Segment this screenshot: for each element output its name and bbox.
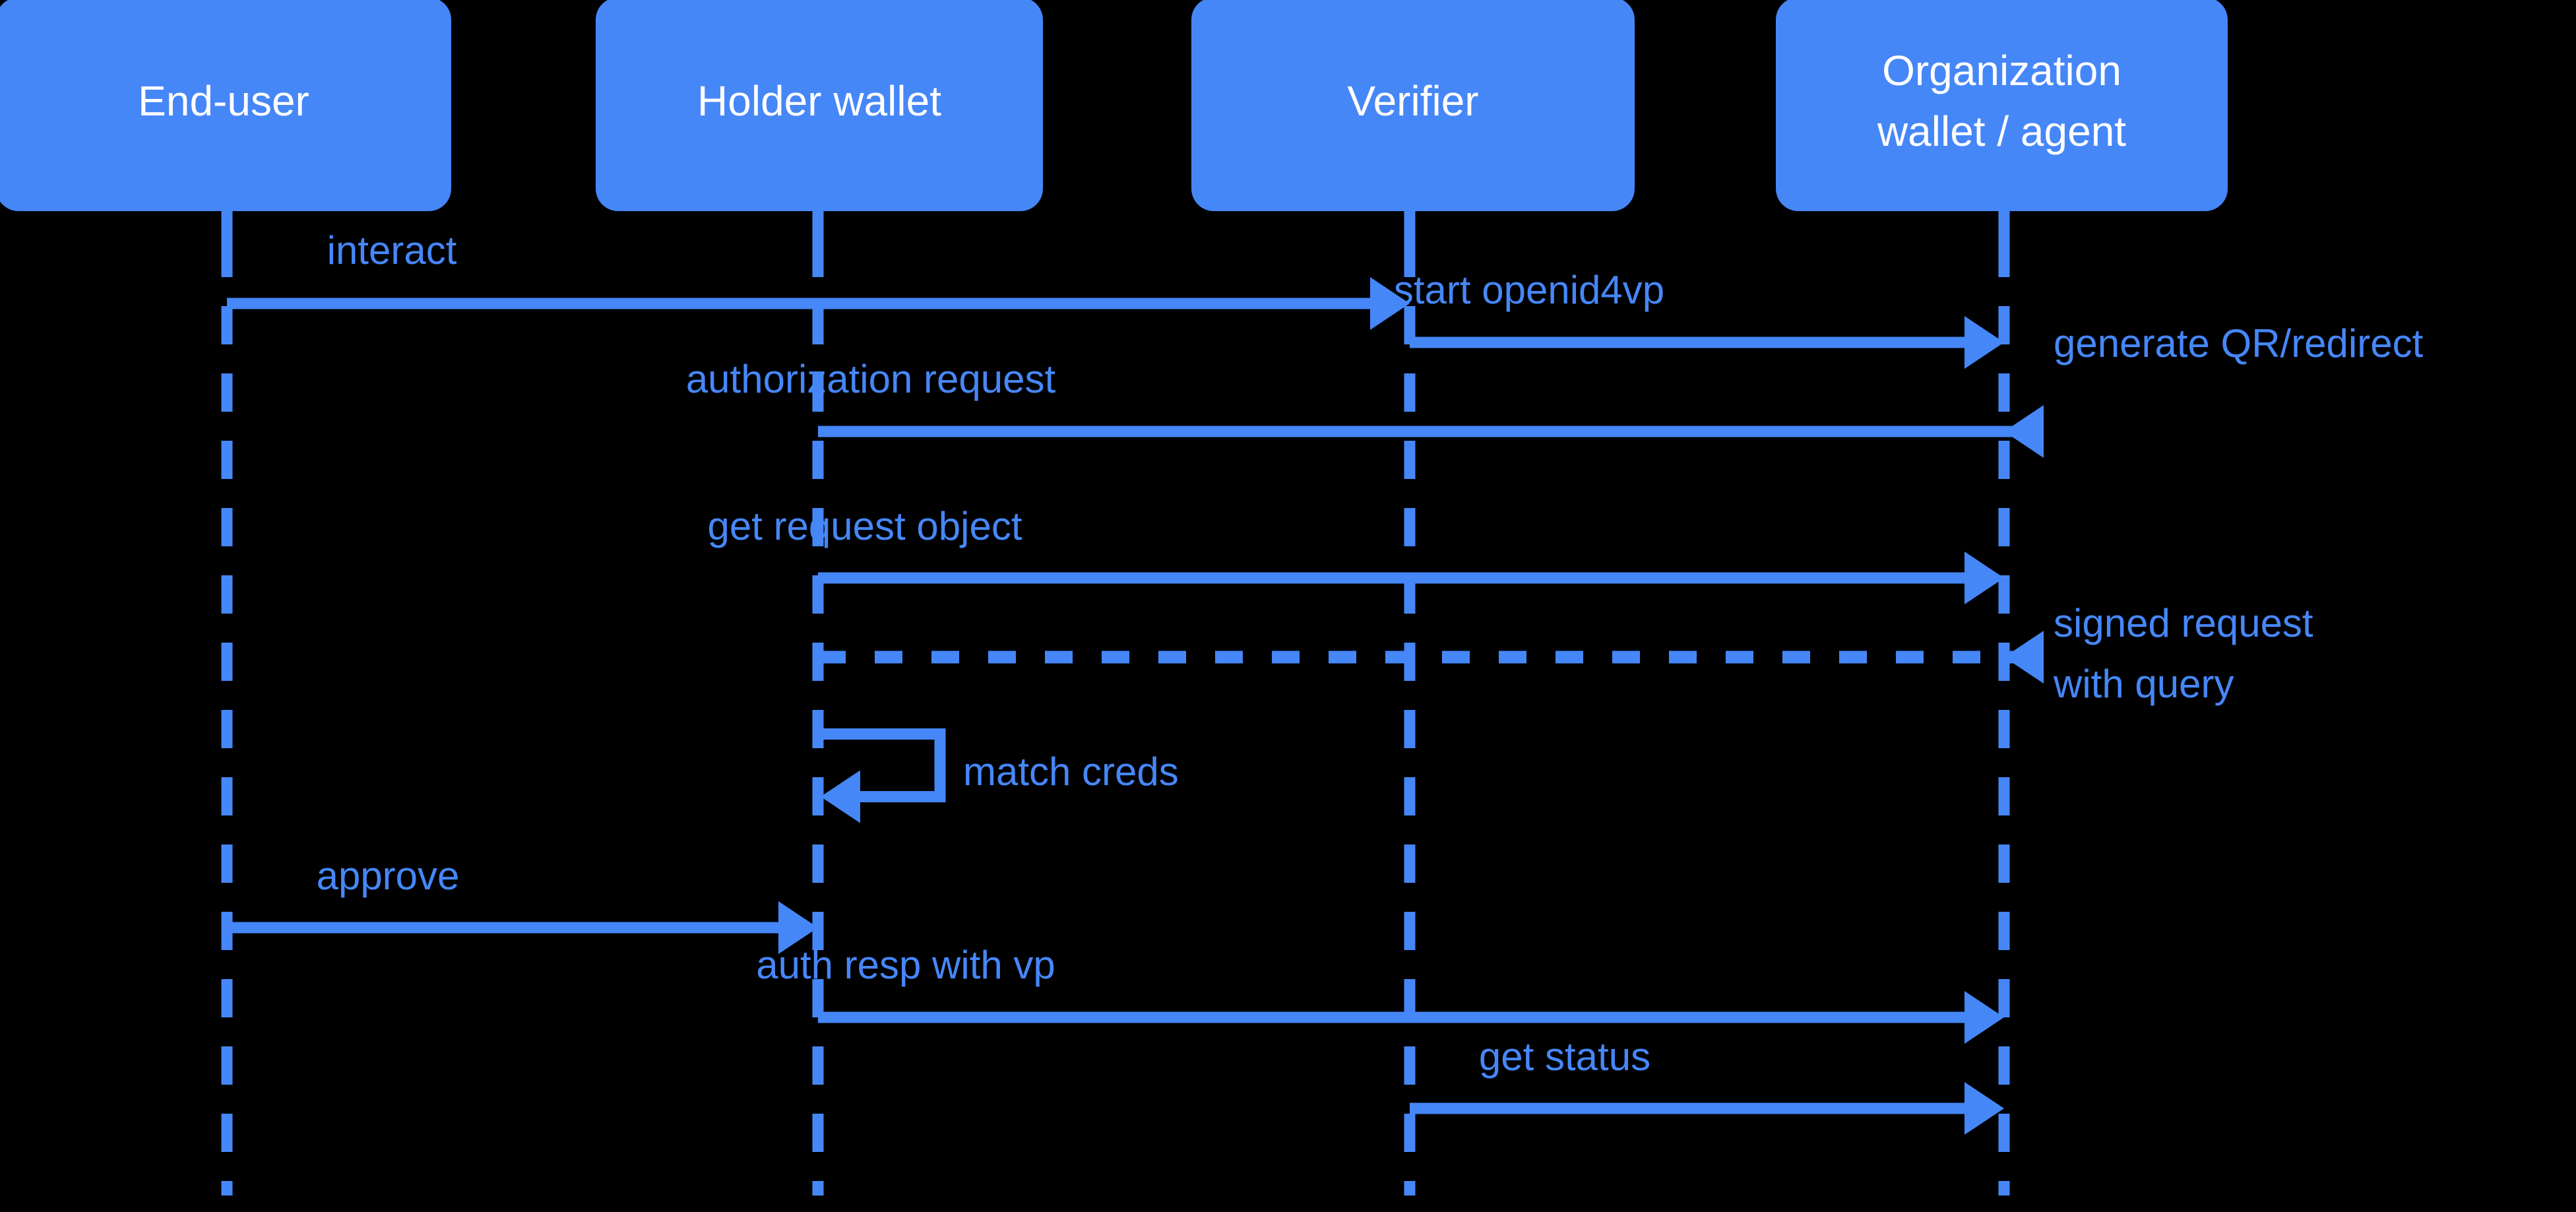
note-label: with query xyxy=(2053,662,2234,706)
message-m8[interactable]: auth resp with vp xyxy=(756,943,2004,1044)
arrow-head xyxy=(821,770,860,823)
message-label: get status xyxy=(1479,1035,1650,1079)
participant-box-holder[interactable]: Holder wallet xyxy=(596,0,1043,211)
participant-box-end-user[interactable]: End-user xyxy=(0,0,451,211)
participant-label-verifier: Verifier xyxy=(1347,77,1478,125)
arrow-head xyxy=(1964,991,2004,1044)
arrow-head xyxy=(778,901,818,954)
message-label: get request object xyxy=(708,504,1022,548)
message-m3[interactable]: authorization request xyxy=(686,357,2044,458)
message-label: approve xyxy=(317,854,460,898)
participant-box-org-wallet[interactable]: Organization wallet / agent xyxy=(1776,0,2228,211)
participant-label-holder: Holder wallet xyxy=(697,77,941,125)
participant-box-shape-holder xyxy=(596,0,1043,211)
message-m2[interactable]: start openid4vp xyxy=(1394,268,2004,369)
note-label: generate QR/redirect xyxy=(2054,321,2424,366)
lifelines-layer xyxy=(221,211,2010,1196)
message-label: auth resp with vp xyxy=(756,943,1055,987)
participant-boxes-layer: End-user Holder wallet Verifier Organizatio… xyxy=(0,0,2228,211)
message-m1[interactable]: interact xyxy=(227,228,1410,330)
participant-label-end-user: End-user xyxy=(138,77,309,125)
message-m4[interactable]: get request object xyxy=(708,504,2004,604)
message-label: start openid4vp xyxy=(1394,268,1664,312)
note-label: signed request xyxy=(2054,601,2313,645)
message-m6[interactable]: match creds xyxy=(818,728,1179,823)
arrow-head xyxy=(2004,631,2044,684)
participant-box-verifier[interactable]: Verifier xyxy=(1191,0,1635,211)
message-m5[interactable] xyxy=(818,631,2044,684)
arrow-head xyxy=(2004,405,2044,458)
participant-label-org-wallet: Organization xyxy=(1882,47,2121,94)
message-label: interact xyxy=(327,228,457,272)
arrow-head xyxy=(1370,277,1410,330)
messages-layer: interact start openid4vp authorization req… xyxy=(227,228,2044,1135)
message-label: match creds xyxy=(963,750,1179,794)
participant-box-shape-end-user xyxy=(0,0,451,211)
participant-box-shape-org-wallet xyxy=(1776,0,2228,211)
message-self-loop xyxy=(818,728,946,802)
participant-box-shape-verifier xyxy=(1191,0,1635,211)
note-n1: generate QR/redirect xyxy=(2054,321,2424,366)
message-m9[interactable]: get status xyxy=(1410,1035,2004,1135)
message-m7[interactable]: approve xyxy=(227,854,818,954)
arrow-head xyxy=(1964,1082,2004,1135)
arrow-head xyxy=(1964,316,2004,369)
participant-label-org-wallet: wallet / agent xyxy=(1877,108,2126,155)
arrow-head xyxy=(1964,552,2004,604)
note-n2: signed request with query xyxy=(2053,601,2313,706)
message-label: authorization request xyxy=(686,357,1056,401)
notes-layer: generate QR/redirect signed request with q… xyxy=(2053,321,2424,706)
